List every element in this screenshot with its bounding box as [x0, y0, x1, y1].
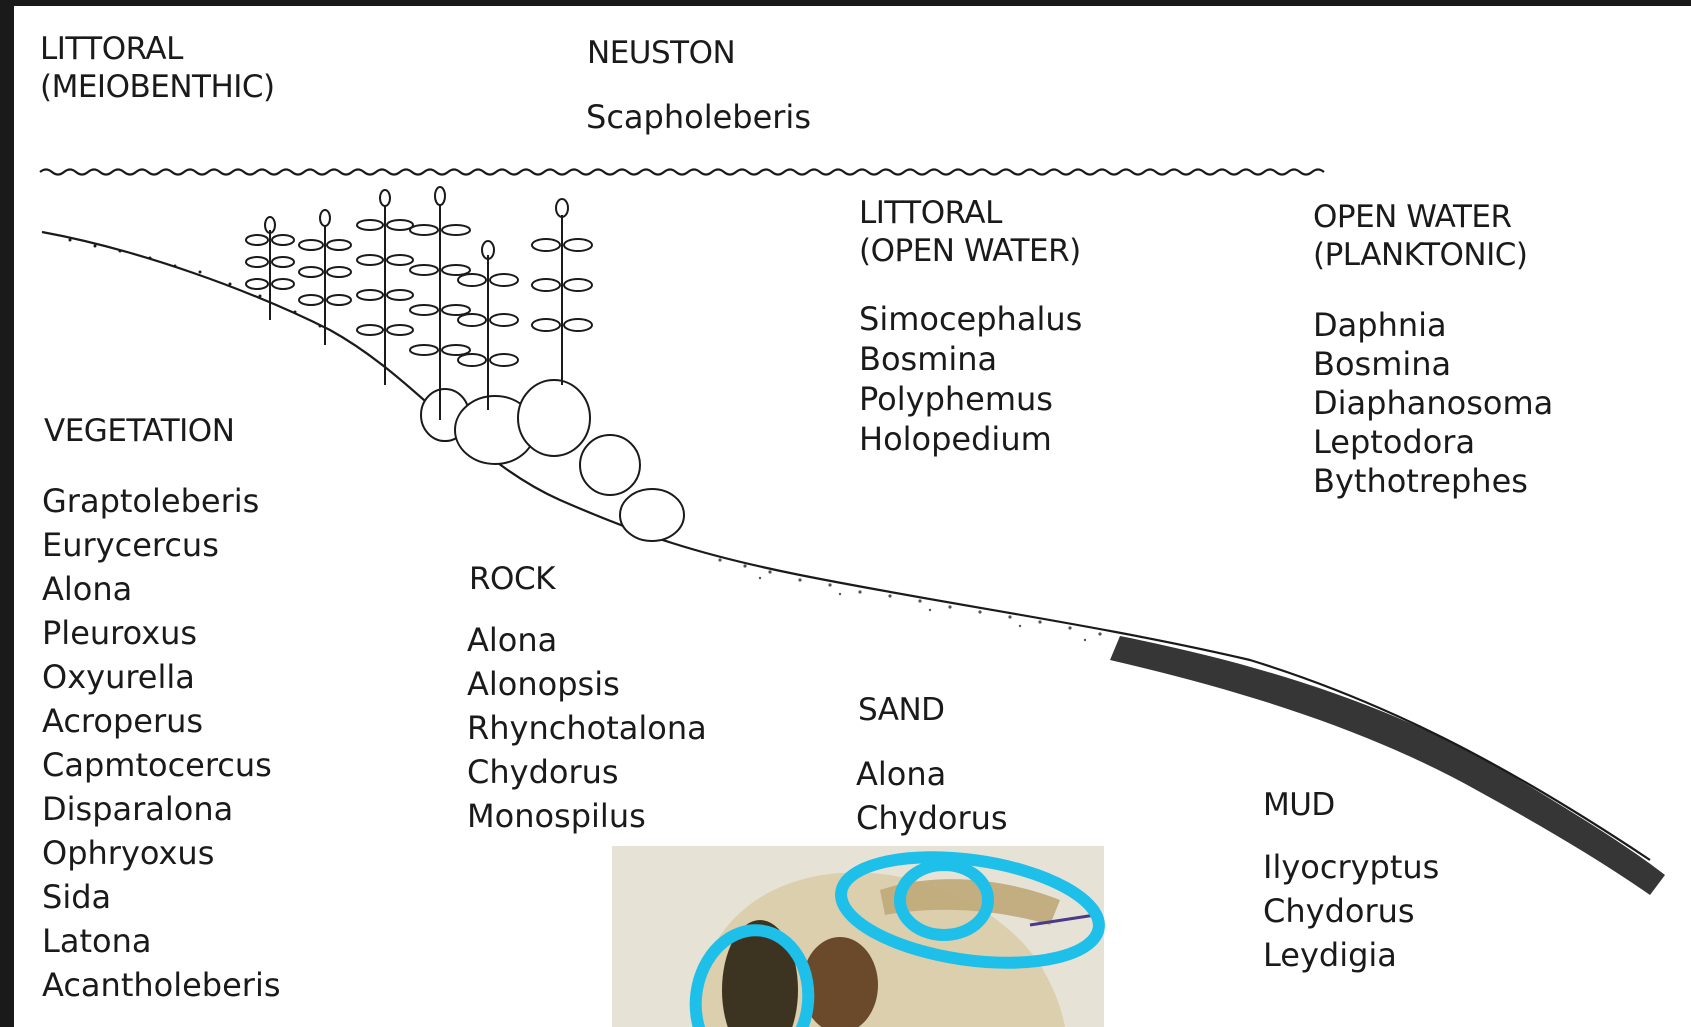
- taxon-item: Holopedium: [859, 419, 1082, 459]
- zone-title-neuston: NEUSTON: [587, 34, 735, 72]
- taxon-item: Bosmina: [859, 339, 1082, 379]
- taxon-item: Leydigia: [1263, 933, 1439, 977]
- zone-title-mud: MUD: [1263, 786, 1335, 824]
- zone-title-vegetation: VEGETATION: [44, 412, 234, 450]
- taxon-item: Disparalona: [42, 787, 281, 831]
- zone-title-rock: ROCK: [469, 560, 555, 598]
- taxon-item: Sida: [42, 875, 281, 919]
- taxa-list-open-water: Daphnia Bosmina Diaphanosoma Leptodora B…: [1313, 306, 1553, 501]
- taxon-item: Bosmina: [1313, 345, 1553, 384]
- taxon-item: Rhynchotalona: [467, 706, 707, 750]
- taxa-list-littoral-open-water: Simocephalus Bosmina Polyphemus Holopedi…: [859, 299, 1082, 459]
- taxon-item: Bythotrephes: [1313, 462, 1553, 501]
- taxon-item: Chydorus: [467, 750, 707, 794]
- taxon-item: Leptodora: [1313, 423, 1553, 462]
- taxon-item: Oxyurella: [42, 655, 281, 699]
- taxa-list-vegetation: Graptoleberis Eurycercus Alona Pleuroxus…: [42, 479, 281, 1007]
- zone-title-sand: SAND: [858, 691, 945, 729]
- taxon-item: Ilyocryptus: [1263, 845, 1439, 889]
- zone-title-open-water-planktonic: OPEN WATER (PLANKTONIC): [1313, 198, 1528, 274]
- taxon-neuston: Scapholeberis: [586, 95, 811, 139]
- taxon-item: Latona: [42, 919, 281, 963]
- taxa-list-mud: Ilyocryptus Chydorus Leydigia: [1263, 845, 1439, 977]
- zone-title-littoral-open-water: LITTORAL (OPEN WATER): [859, 194, 1081, 270]
- taxon-item: Alonopsis: [467, 662, 707, 706]
- zone-title-littoral-meiobenthic: LITTORAL (MEIOBENTHIC): [40, 30, 275, 106]
- taxon-item: Acantholeberis: [42, 963, 281, 1007]
- rock-boulders: [421, 380, 684, 541]
- taxon-item: Alona: [856, 752, 1008, 796]
- taxon-item: Capmtocercus: [42, 743, 281, 787]
- taxon-item: Alona: [42, 567, 281, 611]
- taxon-item: Daphnia: [1313, 306, 1553, 345]
- shore-sediment-stipple: [69, 239, 322, 328]
- taxon-item: Alona: [467, 618, 707, 662]
- taxon-item: Acroperus: [42, 699, 281, 743]
- taxon-item: Eurycercus: [42, 523, 281, 567]
- water-surface-line: [40, 170, 1324, 175]
- taxon-item: Pleuroxus: [42, 611, 281, 655]
- taxon-item: Diaphanosoma: [1313, 384, 1553, 423]
- taxa-list-sand: Alona Chydorus: [856, 752, 1008, 840]
- taxon-item: Polyphemus: [859, 379, 1082, 419]
- taxon-item: Chydorus: [1263, 889, 1439, 933]
- taxon-item: Chydorus: [856, 796, 1008, 840]
- taxon-item: Monospilus: [467, 794, 707, 838]
- taxon-item: Ophryoxus: [42, 831, 281, 875]
- taxon-item: Graptoleberis: [42, 479, 281, 523]
- taxa-list-rock: Alona Alonopsis Rhynchotalona Chydorus M…: [467, 618, 707, 838]
- taxon-item: Simocephalus: [859, 299, 1082, 339]
